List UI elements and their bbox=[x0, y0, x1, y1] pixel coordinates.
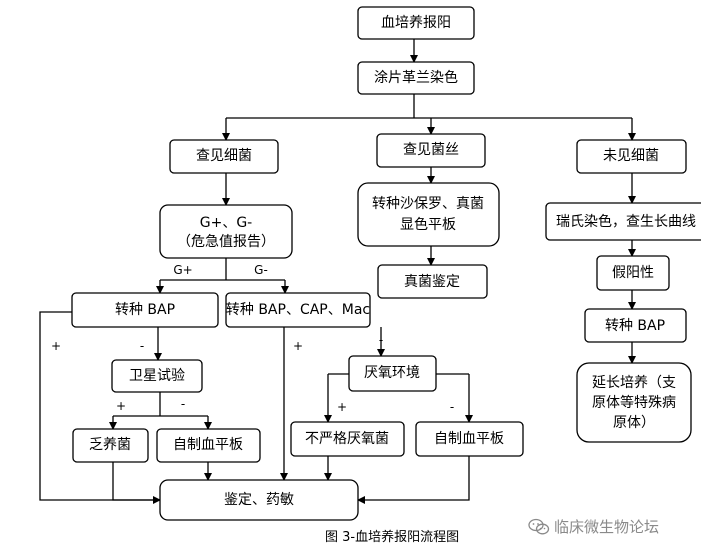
label-extended-line3: 原体） bbox=[613, 415, 655, 431]
label-smear-gram: 涂片革兰染色 bbox=[374, 69, 458, 86]
label-sabouraud-line1: 转种沙保罗、真菌 bbox=[372, 196, 484, 212]
watermark: 临床微生物论坛 bbox=[528, 516, 659, 537]
label-satellite-test: 卫星试验 bbox=[129, 368, 185, 384]
node-fungal-id bbox=[377, 264, 488, 299]
edge-label-plus-left: + bbox=[51, 339, 61, 353]
node-transfer-bap-2 bbox=[584, 308, 687, 343]
label-gram-report-line2: （危急值报告） bbox=[177, 234, 275, 250]
edge-label-minus-satellite: - bbox=[181, 397, 185, 411]
label-false-positive: 假阳性 bbox=[612, 265, 654, 281]
edge-label-minus-anaerobic: - bbox=[450, 400, 454, 414]
label-bacteria-seen: 查见细菌 bbox=[196, 148, 252, 164]
edge-label-minus-multi: - bbox=[379, 333, 383, 347]
label-extended-line2: 原体等特殊病 bbox=[592, 394, 676, 411]
edge-label-g-minus: G- bbox=[254, 263, 268, 277]
label-not-strict-anaerobe: 不严格厌氧菌 bbox=[305, 431, 389, 447]
label-fastidious: 乏养菌 bbox=[89, 437, 131, 453]
node-not-strict-anaerobe bbox=[290, 421, 405, 457]
connectors bbox=[39, 39, 636, 504]
label-id-ast: 鉴定、药敏 bbox=[224, 492, 294, 508]
node-anaerobic-env bbox=[348, 355, 437, 392]
node-false-positive bbox=[596, 255, 670, 291]
figure-caption: 图 3-血培养报阳流程图 bbox=[325, 530, 460, 545]
node-transfer-bap bbox=[71, 292, 219, 328]
node-homemade-plate-1 bbox=[156, 428, 261, 463]
label-transfer-multi: 转种 BAP、CAP、Mac bbox=[226, 302, 370, 318]
node-extended-culture bbox=[576, 362, 692, 443]
node-blood-culture-positive bbox=[357, 6, 475, 40]
node-satellite-test bbox=[111, 359, 203, 393]
watermark-text: 临床微生物论坛 bbox=[554, 518, 660, 536]
node-transfer-multi bbox=[225, 292, 371, 328]
node-smear-gram bbox=[357, 61, 475, 95]
node-hyphae-seen bbox=[376, 133, 486, 168]
node-no-bacteria bbox=[576, 139, 687, 174]
edge-label-g-plus: G+ bbox=[173, 263, 192, 277]
label-sabouraud-line2: 显色平板 bbox=[400, 216, 456, 233]
label-blood-culture-positive: 血培养报阳 bbox=[381, 15, 451, 31]
edge-labels: G+ G- + - + - + - + - bbox=[51, 263, 454, 414]
label-wright-stain: 瑞氏染色，查生长曲线 bbox=[556, 213, 696, 230]
edge-label-plus-anaerobic: + bbox=[337, 400, 347, 414]
label-homemade-plate-2: 自制血平板 bbox=[434, 431, 504, 447]
label-transfer-bap-2: 转种 BAP bbox=[605, 318, 665, 334]
node-id-ast bbox=[159, 479, 359, 521]
label-anaerobic-env: 厌氧环境 bbox=[364, 365, 420, 381]
label-fungal-id: 真菌鉴定 bbox=[404, 274, 460, 290]
node-homemade-plate-2 bbox=[415, 421, 524, 457]
edge-label-plus-satellite: + bbox=[116, 399, 126, 413]
nodes bbox=[71, 6, 701, 521]
label-hyphae-seen: 查见菌丝 bbox=[403, 142, 459, 158]
label-transfer-bap: 转种 BAP bbox=[115, 302, 175, 318]
wechat-icon bbox=[528, 518, 550, 534]
node-sabouraud bbox=[357, 182, 500, 247]
label-extended-line1: 延长培养（支 bbox=[592, 375, 676, 391]
node-wright-stain bbox=[545, 202, 701, 241]
node-bacteria-seen bbox=[169, 139, 279, 174]
node-gram-report bbox=[159, 204, 293, 259]
edge-label-minus-bap: - bbox=[140, 339, 144, 353]
label-no-bacteria: 未见细菌 bbox=[603, 148, 659, 164]
edge-label-plus-multi: + bbox=[293, 339, 303, 353]
node-fastidious bbox=[72, 428, 149, 463]
label-gram-report-line1: G+、G- bbox=[200, 215, 252, 231]
node-labels: 血培养报阳 涂片革兰染色 查见细菌 查见菌丝 未见细菌 G+、G- （危急值报告… bbox=[89, 15, 696, 508]
label-homemade-plate-1: 自制血平板 bbox=[173, 437, 243, 453]
